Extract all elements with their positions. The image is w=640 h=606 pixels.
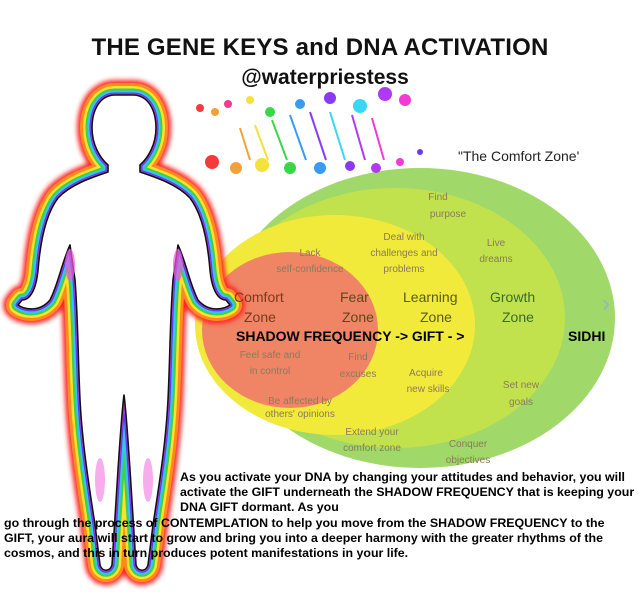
feel-safe-label: Feel safe and	[240, 350, 301, 361]
comfort-zone-quote: "The Comfort Zone'	[458, 148, 580, 164]
zone-labels: Comfort Zone Fear Zone Learning Zone Gro…	[234, 192, 610, 466]
dna-dots-graphic	[196, 87, 423, 174]
acquire-skills-label: Acquire	[409, 368, 443, 379]
comfort-zone-circle	[202, 252, 378, 408]
svg-text:challenges and: challenges and	[370, 248, 437, 259]
chevron-right-icon: ›	[602, 290, 610, 317]
growth-zone-label-2: Zone	[502, 309, 534, 325]
paragraph-part-1: As you activate your DNA by changing you…	[180, 470, 635, 515]
comfort-zone-label-2: Zone	[244, 309, 276, 325]
lack-confidence-label: Lack	[299, 248, 321, 259]
comfort-zone-label: Comfort	[234, 289, 284, 305]
deal-with-label: Deal with	[383, 232, 424, 243]
find-purpose-label: Find	[428, 192, 447, 203]
svg-text:self-confidence: self-confidence	[276, 264, 344, 275]
page-title: THE GENE KEYS and DNA ACTIVATION	[91, 34, 549, 61]
fear-zone-label-2: Zone	[342, 309, 374, 325]
sidhi-label: SIDHI	[568, 328, 605, 344]
comfort-zone-circles	[195, 168, 615, 468]
aura-figure	[18, 95, 230, 570]
frequency-line: SHADOW FREQUENCY -> GIFT - >	[236, 328, 464, 344]
set-goals-label: Set new	[503, 380, 540, 391]
learning-zone-label: Learning	[403, 289, 458, 305]
extend-zone-label: Extend your	[345, 427, 399, 438]
svg-text:others' opinions: others' opinions	[265, 409, 335, 420]
svg-text:in control: in control	[250, 366, 291, 377]
svg-text:comfort zone: comfort zone	[343, 443, 401, 454]
find-excuses-label: Find	[348, 352, 367, 363]
author-handle: @waterpriestess	[241, 66, 409, 89]
growth-zone-label: Growth	[490, 289, 535, 305]
svg-text:goals: goals	[509, 397, 533, 408]
svg-text:excuses: excuses	[340, 369, 377, 380]
paragraph-part-2: go through the process of CONTEMPLATION …	[4, 516, 605, 561]
conquer-label: Conquer	[449, 439, 488, 450]
fear-zone-label: Fear	[340, 289, 369, 305]
svg-text:problems: problems	[383, 264, 424, 275]
svg-text:dreams: dreams	[479, 254, 512, 265]
live-dreams-label: Live	[487, 238, 506, 249]
svg-text:new skills: new skills	[407, 384, 450, 395]
svg-text:objectives: objectives	[446, 455, 490, 466]
affected-label: Be affected by	[268, 396, 332, 407]
learning-zone-label-2: Zone	[420, 309, 452, 325]
svg-text:purpose: purpose	[430, 209, 467, 220]
